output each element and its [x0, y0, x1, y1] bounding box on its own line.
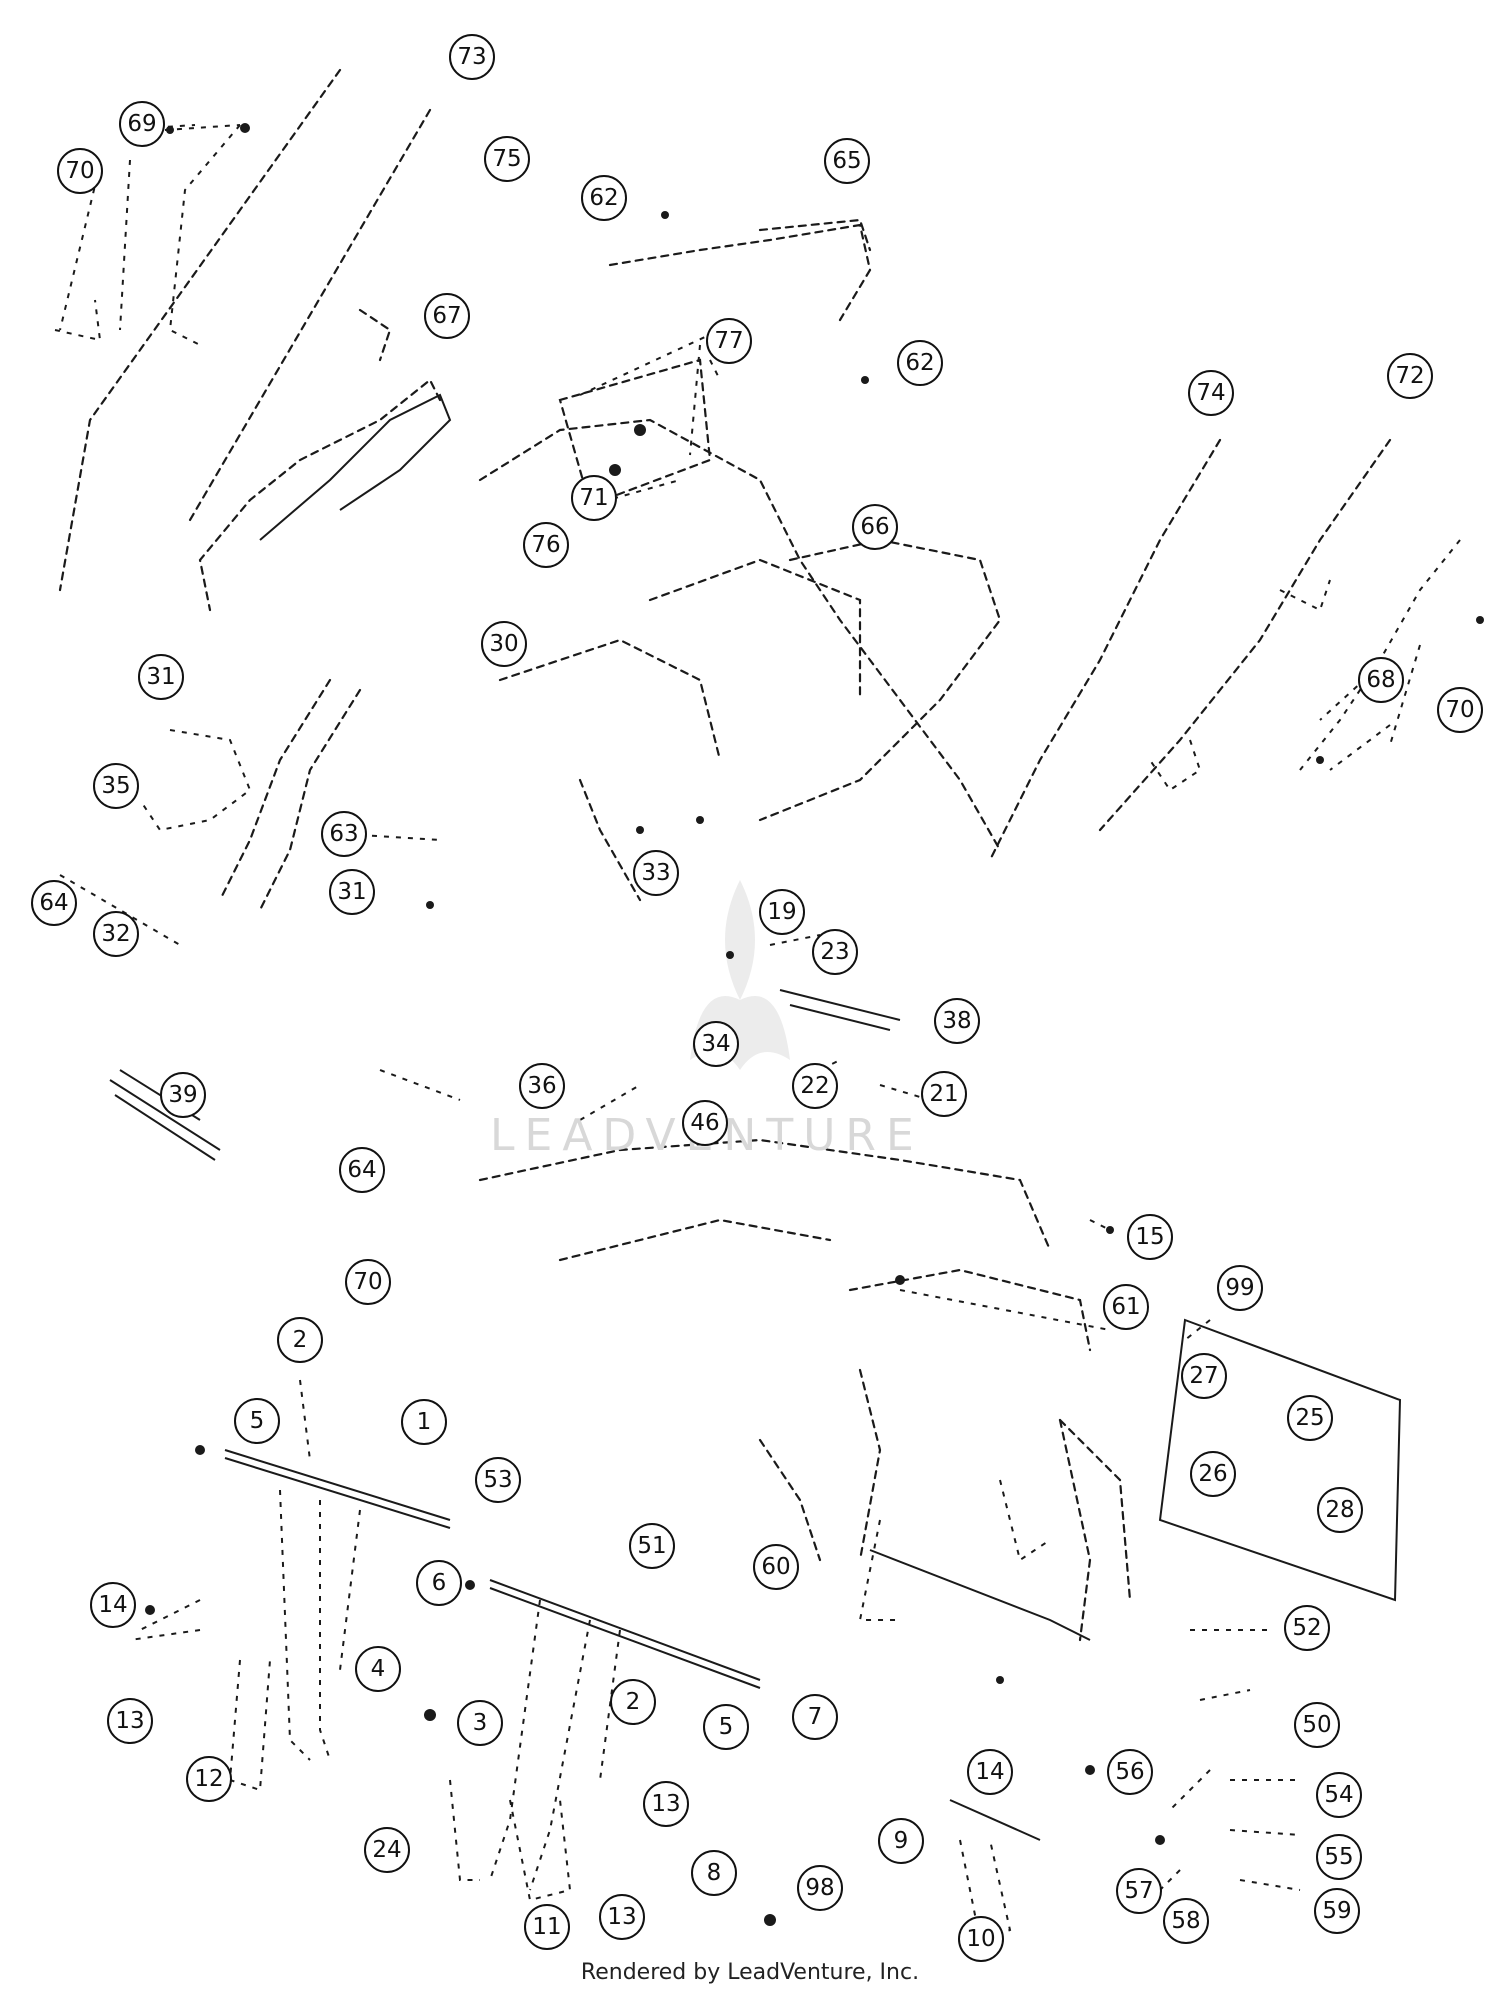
callout-10: 10 [958, 1916, 1004, 1962]
callout-39: 39 [160, 1072, 206, 1118]
callout-77: 77 [706, 318, 752, 364]
callout-24: 24 [364, 1827, 410, 1873]
callout-59: 59 [1314, 1888, 1360, 1934]
callout-6: 6 [416, 1560, 462, 1606]
callout-21: 21 [921, 1071, 967, 1117]
callout-72: 72 [1387, 353, 1433, 399]
callout-27: 27 [1181, 1353, 1227, 1399]
callout-4: 4 [355, 1646, 401, 1692]
callout-74: 74 [1188, 370, 1234, 416]
callout-8: 8 [691, 1850, 737, 1896]
callout-98: 98 [797, 1865, 843, 1911]
callout-25: 25 [1287, 1395, 1333, 1441]
callout-14b: 14 [967, 1749, 1013, 1795]
render-credit: Rendered by LeadVenture, Inc. [580, 1960, 920, 1985]
callout-62: 62 [581, 175, 627, 221]
callout-52: 52 [1284, 1605, 1330, 1651]
callout-73: 73 [449, 34, 495, 80]
callout-60: 60 [753, 1544, 799, 1590]
callout-58: 58 [1163, 1898, 1209, 1944]
callout-53: 53 [475, 1457, 521, 1503]
callout-56: 56 [1107, 1749, 1153, 1795]
callout-33: 33 [633, 850, 679, 896]
callout-70b: 70 [1437, 687, 1483, 733]
callout-9: 9 [878, 1818, 924, 1864]
callout-14: 14 [90, 1582, 136, 1628]
callout-68: 68 [1358, 657, 1404, 703]
callout-13c: 13 [599, 1894, 645, 1940]
callout-71: 71 [571, 475, 617, 521]
callout-75: 75 [484, 136, 530, 182]
callout-28: 28 [1317, 1487, 1363, 1533]
callout-46: 46 [682, 1100, 728, 1146]
callout-2: 2 [277, 1317, 323, 1363]
callout-50: 50 [1294, 1702, 1340, 1748]
callout-55: 55 [1316, 1834, 1362, 1880]
callout-30: 30 [481, 621, 527, 667]
callout-2b: 2 [610, 1679, 656, 1725]
callout-31b: 31 [329, 869, 375, 915]
callout-36: 36 [519, 1063, 565, 1109]
callout-15: 15 [1127, 1214, 1173, 1260]
callout-23: 23 [812, 929, 858, 975]
callout-1: 1 [401, 1399, 447, 1445]
callout-26: 26 [1190, 1451, 1236, 1497]
callout-22: 22 [792, 1063, 838, 1109]
callout-5: 5 [234, 1398, 280, 1444]
callout-70c: 70 [345, 1259, 391, 1305]
callout-5b: 5 [703, 1704, 749, 1750]
callout-13b: 13 [643, 1781, 689, 1827]
callout-69: 69 [119, 101, 165, 147]
callout-64b: 64 [339, 1147, 385, 1193]
callout-67: 67 [424, 293, 470, 339]
callout-38: 38 [934, 998, 980, 1044]
callout-31: 31 [138, 654, 184, 700]
callout-7: 7 [792, 1694, 838, 1740]
callout-64: 64 [31, 880, 77, 926]
callout-54: 54 [1316, 1772, 1362, 1818]
callout-62b: 62 [897, 340, 943, 386]
callout-19: 19 [759, 889, 805, 935]
callout-61: 61 [1103, 1284, 1149, 1330]
callout-35: 35 [93, 763, 139, 809]
callout-11: 11 [524, 1904, 570, 1950]
callout-76: 76 [523, 522, 569, 568]
callout-99: 99 [1217, 1265, 1263, 1311]
callout-66: 66 [852, 504, 898, 550]
callout-63: 63 [321, 811, 367, 857]
callout-51: 51 [629, 1523, 675, 1569]
callout-32: 32 [93, 911, 139, 957]
callout-12: 12 [186, 1756, 232, 1802]
callout-34: 34 [693, 1021, 739, 1067]
callout-70: 70 [57, 148, 103, 194]
callout-3: 3 [457, 1700, 503, 1746]
callout-57: 57 [1116, 1868, 1162, 1914]
callout-65: 65 [824, 138, 870, 184]
callout-13: 13 [107, 1698, 153, 1744]
